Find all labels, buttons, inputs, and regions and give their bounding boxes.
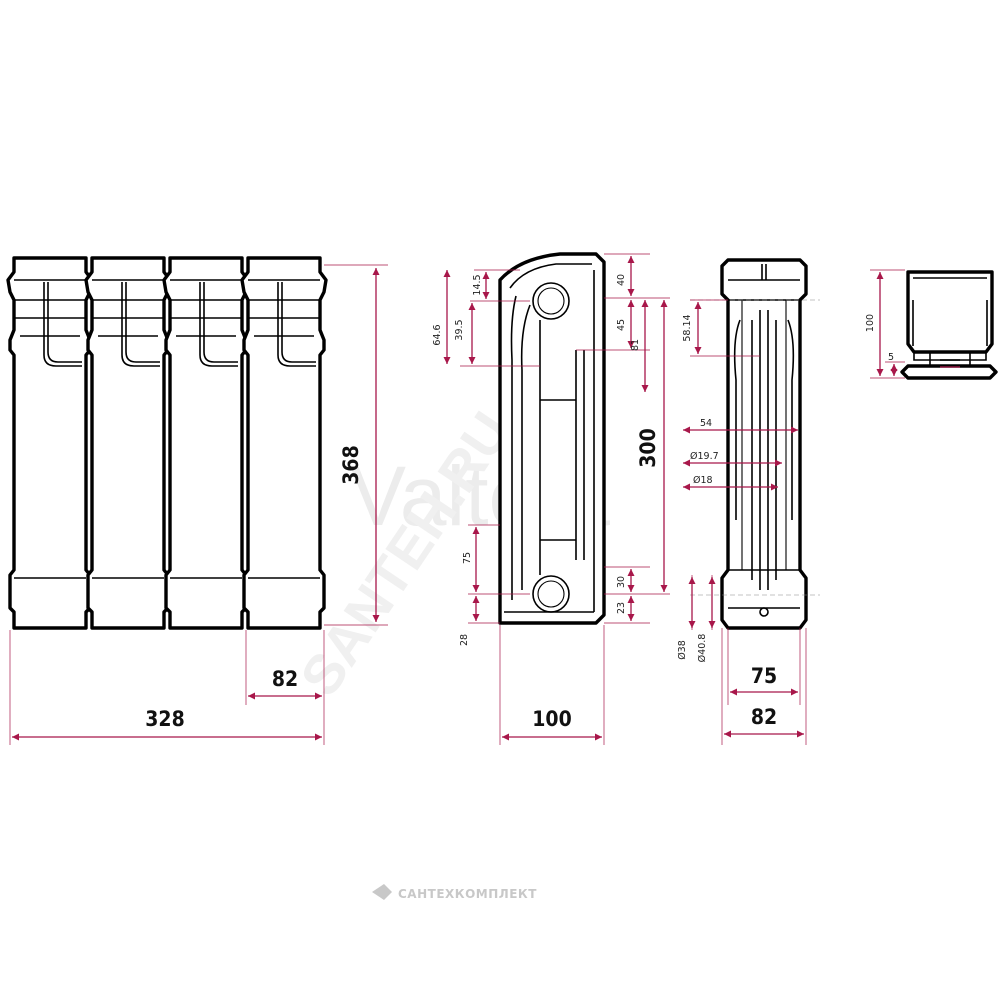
dim-54: 54 <box>700 418 712 429</box>
dim-45: 45 <box>616 319 627 331</box>
front-view: 368 82 328 <box>6 256 388 745</box>
section-view: 58.14 54 Ø19.7 Ø18 Ø38 Ø40.8 75 82 <box>677 258 820 745</box>
center-distance-label: 300 <box>636 428 660 467</box>
dim-58-14: 58.14 <box>682 314 693 341</box>
dim-dia-40-8: Ø40.8 <box>697 634 708 663</box>
footer-logo-text: САНТЕХКОМПЛЕКТ <box>398 887 537 901</box>
bracket-height-100: 100 <box>865 314 876 332</box>
dim-dia-19-7: Ø19.7 <box>690 451 719 462</box>
site-watermark: SANTEH.RU <box>288 401 523 707</box>
dim-23: 23 <box>616 602 627 614</box>
dim-40: 40 <box>616 274 627 286</box>
radiator-section <box>162 256 250 630</box>
radiator-section <box>6 256 94 630</box>
dim-75: 75 <box>462 552 473 564</box>
side-view: 14.5 39.5 64.6 75 28 40 45 81 300 30 23 … <box>432 252 670 745</box>
dim-64-6: 64.6 <box>432 324 443 345</box>
height-dimension-label: 368 <box>339 445 363 484</box>
radiator-section <box>84 256 172 630</box>
footer-logo: САНТЕХКОМПЛЕКТ <box>372 884 537 901</box>
section-width-label: 82 <box>272 667 298 691</box>
section-width-75-label: 75 <box>751 664 777 688</box>
bracket-view: 100 5 <box>865 269 998 380</box>
logo-icon <box>372 884 392 900</box>
total-width-label: 328 <box>145 707 184 731</box>
section-width-82-label: 82 <box>751 705 777 729</box>
dim-30: 30 <box>616 576 627 588</box>
dim-dia-18: Ø18 <box>693 475 713 486</box>
bracket-dim-5: 5 <box>888 352 894 363</box>
radiator-section <box>240 256 328 630</box>
dim-14-5: 14.5 <box>472 274 483 295</box>
dim-28: 28 <box>459 634 470 646</box>
depth-label: 100 <box>532 707 571 731</box>
dim-dia-38: Ø38 <box>677 640 688 660</box>
dim-39-5: 39.5 <box>454 319 465 340</box>
dim-81: 81 <box>630 339 641 351</box>
